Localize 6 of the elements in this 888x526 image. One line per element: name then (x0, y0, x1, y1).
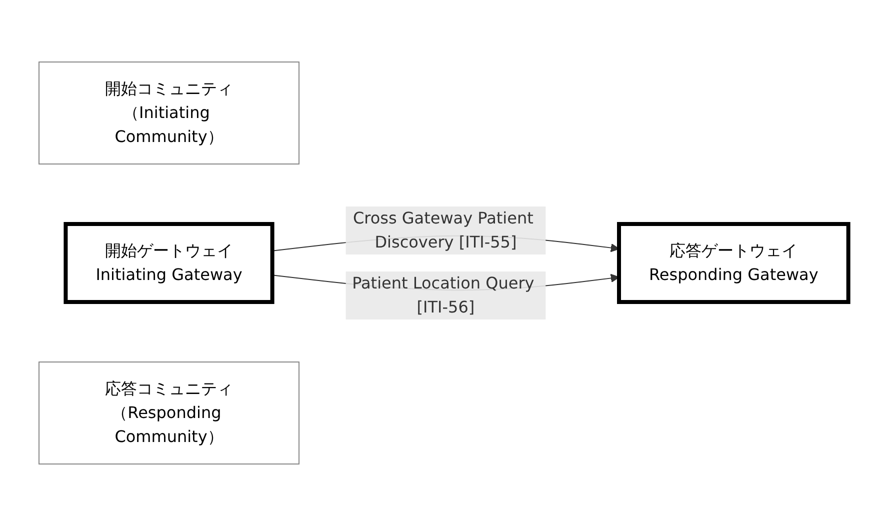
edge-label: Patient Location Query [ITI-56] (352, 273, 535, 316)
node-box: 開始ゲートウェイ Initiating Gateway (64, 222, 275, 304)
node-box: 開始コミュニティ （Initiating Community） (38, 62, 300, 164)
edge-label: Cross Gateway Patient Discovery [ITI-55] (353, 208, 534, 252)
node-box: 応答コミュニティ （Responding Community） (38, 362, 300, 464)
node-box: 応答ゲートウェイ Responding Gateway (617, 222, 851, 304)
